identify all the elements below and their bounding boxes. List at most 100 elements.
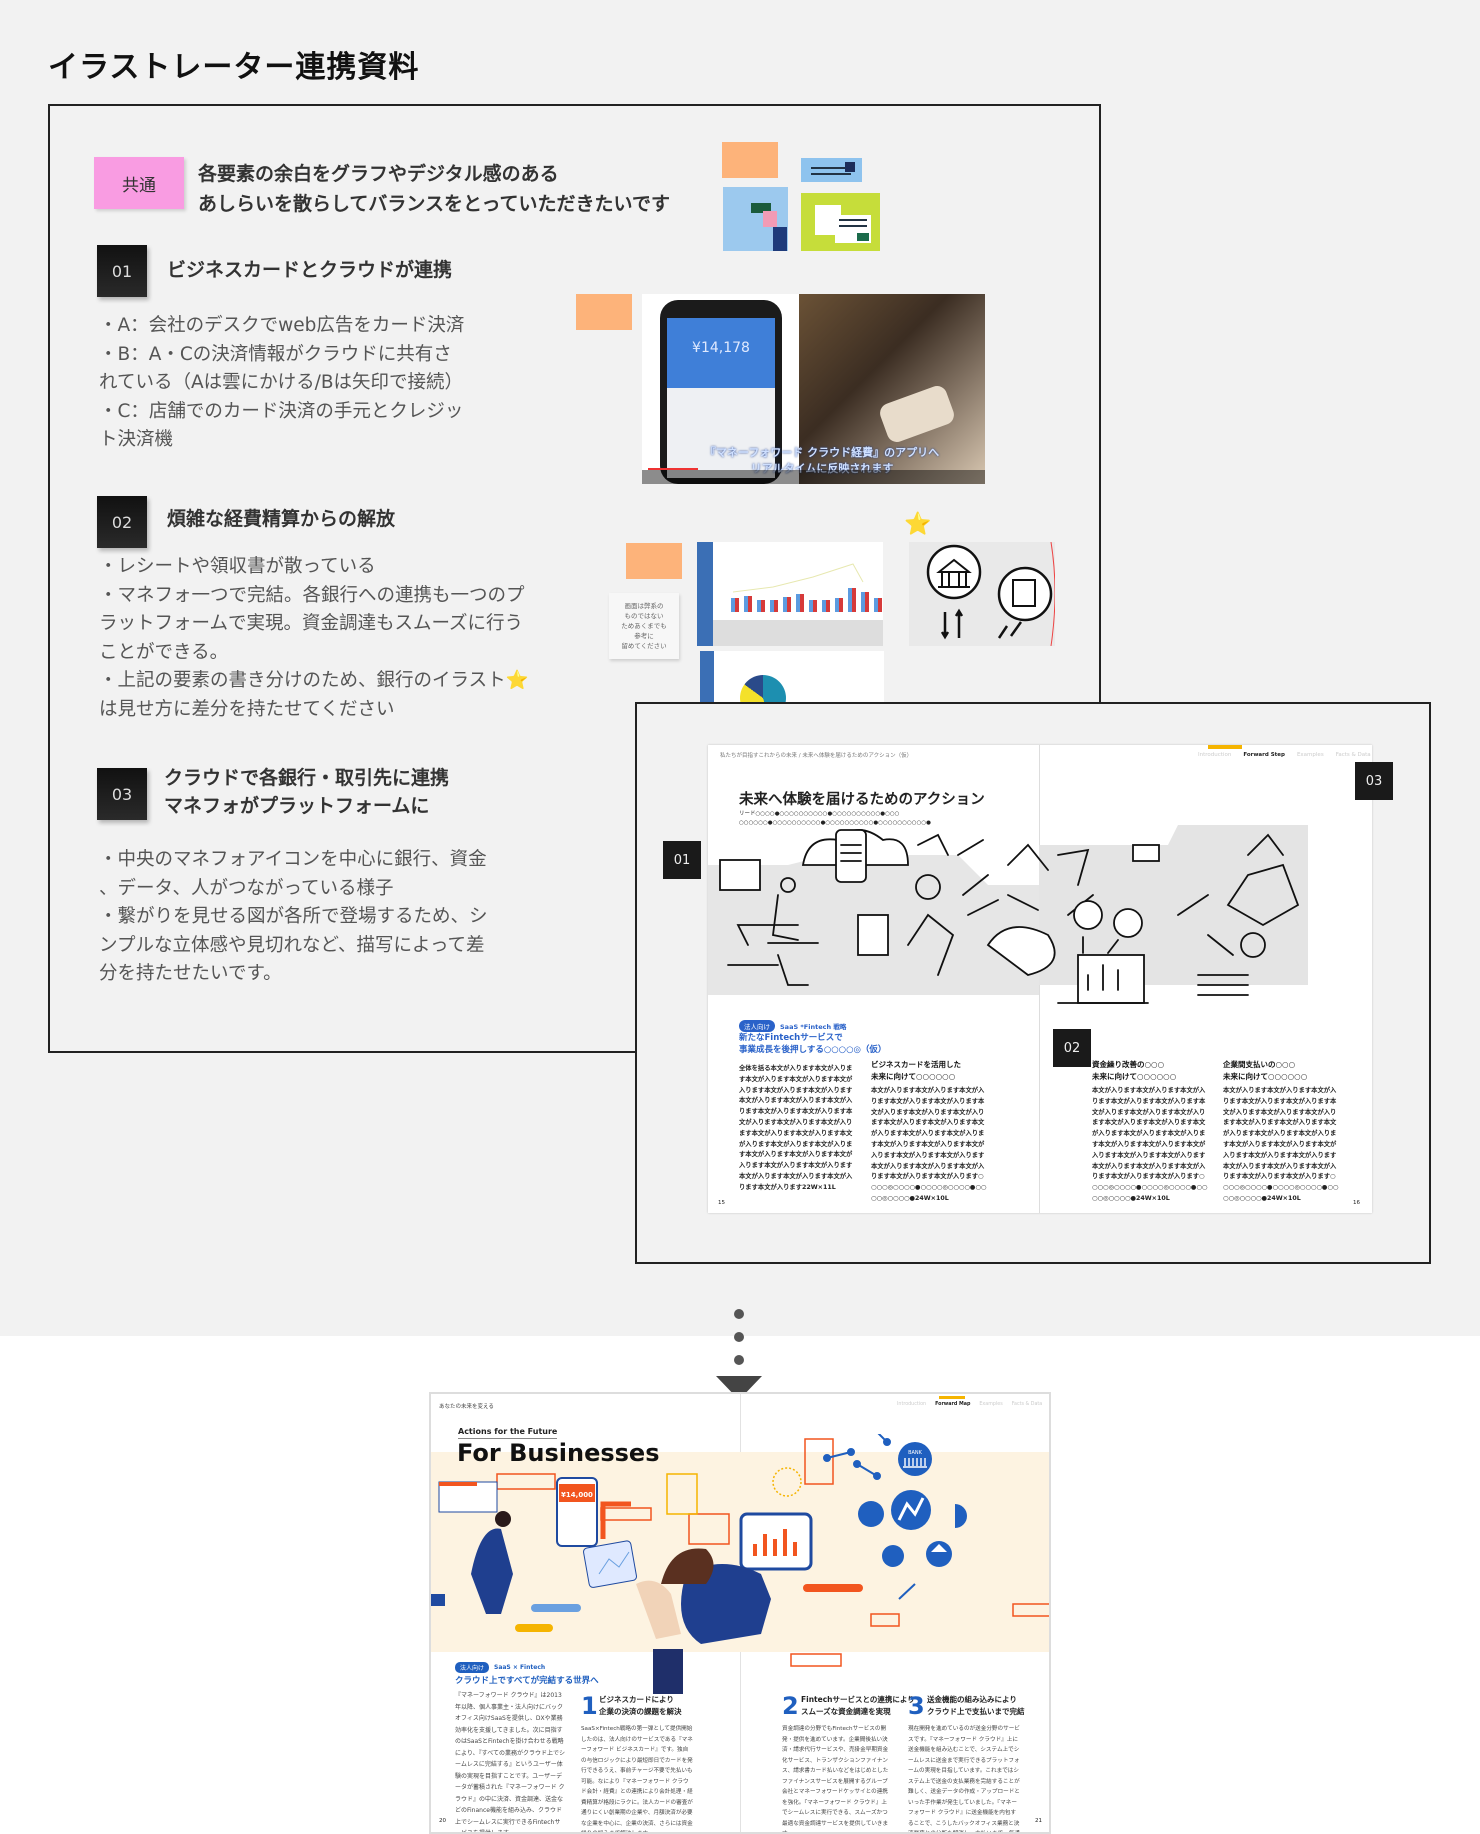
video-amount: ¥14,178 <box>692 340 750 356</box>
bank-label: BANK <box>908 1450 923 1456</box>
connector-dot <box>734 1332 744 1342</box>
tag-title: SaaS × Fintech <box>494 1664 546 1671</box>
reference-thumb-document <box>801 193 880 251</box>
column-body: 本文が入ります本文が入ります本文が入ります本文が入ります本文が入ります本文が入り… <box>1092 1087 1208 1202</box>
decorative-bar <box>878 598 882 612</box>
heading-line: クラウドで各銀行・取引先に連携 <box>164 767 450 789</box>
bullet-line: ことができる。 <box>99 641 229 663</box>
final-subhead: クラウド上ですべてが完結する世界へ <box>455 1676 599 1686</box>
subhead-line: 事業成長を後押しする○○○○◎（仮） <box>739 1045 887 1055</box>
reference-thumb-dashboard <box>723 187 788 251</box>
marker-01: 01 <box>663 841 701 879</box>
section-heading-01: ビジネスカードとクラウドが連携 <box>167 259 453 281</box>
page-number: 15 <box>718 1200 725 1206</box>
brief-panel: 共通 各要素の余白をグラフやデジタル感のある あしらいを散らしてバランスをとって… <box>48 104 1101 1053</box>
sketch-panel: 私たちが目指すこれからの未来 / 未来へ体験を届けるためのアクション（仮） In… <box>635 702 1431 1264</box>
section-nav: Introduction Forward Step Examples Facts… <box>1198 752 1371 758</box>
heading-line: マネフォがプラットフォームに <box>164 795 430 817</box>
point-number: 2 <box>782 1692 799 1720</box>
spread-title: For Businesses <box>457 1439 660 1467</box>
note-line: ものではない <box>624 612 664 620</box>
section-nav: Introduction Forward Map Examples Facts … <box>897 1402 1042 1407</box>
heading-line: 資金繰り改善の○○○ <box>1092 1060 1165 1069</box>
tag-badge: 法人向け <box>739 1020 775 1032</box>
decorative-bar <box>848 588 852 612</box>
point-body: 現在開発を進めているのが送金分野のサービスです。『マネーフォワード クラウド』上… <box>908 1726 1020 1834</box>
video-controls[interactable] <box>642 470 985 484</box>
nav-active-indicator <box>1208 745 1242 749</box>
note-line: 参考に <box>634 632 654 640</box>
heading-line: スムーズな資金調達を実現 <box>801 1707 891 1716</box>
nav-active-indicator <box>939 1396 965 1399</box>
decorative-bar <box>783 597 787 612</box>
final-spread: あなたの未来を変える Introduction Forward Map Exam… <box>429 1392 1051 1834</box>
bullet-line: ラットフォームで実現。資金調達もスムーズに行う <box>99 613 524 634</box>
bar-chart-graphic <box>713 563 883 646</box>
section-heading-03: クラウドで各銀行・取引先に連携 マネフォがプラットフォームに <box>164 764 449 820</box>
sketch-spread: 私たちが目指すこれからの未来 / 未来へ体験を届けるためのアクション（仮） In… <box>663 745 1393 1213</box>
decorative-bar <box>800 594 804 612</box>
sticky-note: 画面は弊系の ものではない ためあくまでも 参考に 留めてください <box>609 593 679 659</box>
page-title: イラストレーター連携資料 <box>48 50 420 85</box>
section-bullets-03: ・中央のマネフォアイコンを中心に銀行、資金 、データ、人がつながっている様子 ・… <box>99 846 529 989</box>
note-line: 留めてください <box>621 642 667 650</box>
decorative-bar <box>861 592 865 612</box>
decorative-bar <box>744 596 748 612</box>
page-number: 16 <box>1353 1200 1360 1206</box>
nav-item[interactable]: Facts & Data <box>1011 1402 1043 1407</box>
decorative-bar <box>735 598 739 612</box>
section-number-03: 03 <box>97 768 147 820</box>
decorative-bar <box>822 600 826 612</box>
final-illustration: ¥14,000 BANK <box>431 1434 1049 1694</box>
bullet-line: 分を持たせたいです。 <box>99 963 282 984</box>
decorative-bar <box>731 598 735 612</box>
bullet-line: ・B：A・Cの決済情報がクラウドに共有さ <box>99 343 452 365</box>
bullet-line: ・C：店舗でのカード決済の手元とクレジッ <box>99 400 464 422</box>
bullet-line: 、データ、人がつながっている様子 <box>99 877 394 899</box>
point-heading: ビジネスカードにより企業の決済の課題を解決 <box>599 1694 682 1718</box>
heading-line: 企業間支払いの○○○ <box>1223 1060 1296 1069</box>
page-number: 21 <box>1035 1818 1042 1824</box>
column-heading: 資金繰り改善の○○○未来に向けて○○○○○○ <box>1092 1059 1222 1083</box>
nav-item[interactable]: Introduction <box>897 1402 927 1407</box>
heading-line: クラウド上で支払いまで完結 <box>927 1707 1025 1716</box>
heading-line: 未来に向けて○○○○○○ <box>871 1072 956 1081</box>
bullet-line: は見せ方に差分を持たせてください <box>99 698 395 720</box>
point-number: 1 <box>581 1692 598 1720</box>
section-bullets-01: ・A：会社のデスクでweb広告をカード決済 ・B：A・Cの決済情報がクラウドに共… <box>99 312 529 455</box>
decorative-bar <box>826 600 830 612</box>
common-note-line: あしらいを散らしてバランスをとっていただきたいです <box>198 193 670 215</box>
section-number-01: 01 <box>97 245 147 297</box>
bullet-line: ト決済機 <box>99 429 174 450</box>
orange-marker <box>722 142 778 178</box>
heading-line: 企業の決済の課題を解決 <box>599 1707 682 1716</box>
decorative-bar <box>761 600 765 612</box>
bullet-line: ・繋がりを見せる図が各所で登場するため、シ <box>99 906 488 927</box>
heading-line: 送金機能の組み込みにより <box>927 1695 1017 1704</box>
column-body: 本文が入ります本文が入ります本文が入ります本文が入ります本文が入ります本文が入り… <box>871 1087 987 1202</box>
bullet-line: ・レシートや領収書が散っている <box>99 556 376 577</box>
reference-video[interactable]: ¥14,178 『マネーフォワード クラウド経費』のアプリへ リアルタイムに反映… <box>642 294 985 484</box>
section-heading-02: 煩雑な経費精算からの解放 <box>167 508 396 530</box>
nav-item-active[interactable]: Forward Map <box>935 1402 971 1407</box>
orange-marker <box>626 543 682 579</box>
nav-item[interactable]: Examples <box>1296 752 1324 758</box>
breadcrumb: 私たちが目指すこれからの未来 / 未来へ体験を届けるためのアクション（仮） <box>720 753 913 759</box>
nav-item[interactable]: Facts & Data <box>1335 752 1371 758</box>
decorative-bar <box>865 592 869 612</box>
nav-item-active[interactable]: Forward Step <box>1243 752 1285 758</box>
column-heading: 企業間支払いの○○○未来に向けて○○○○○○ <box>1223 1059 1353 1083</box>
sketch-headline: 未来へ体験を届けるためのアクション <box>739 792 985 808</box>
section-number-02: 02 <box>97 496 147 548</box>
tag-title: SaaS *Fintech 戦略 <box>780 1023 847 1031</box>
point-heading: 送金機能の組み込みによりクラウド上で支払いまで完結 <box>927 1694 1025 1718</box>
note-line: ためあくまでも <box>621 622 667 630</box>
video-caption: 『マネーフォワード クラウド経費』のアプリへ リアルタイムに反映されます <box>672 444 972 476</box>
marker-02: 02 <box>1053 1029 1091 1067</box>
video-progress[interactable] <box>648 468 698 470</box>
common-note: 各要素の余白をグラフやデジタル感のある あしらいを散らしてバランスをとっていただ… <box>198 159 670 219</box>
page-number: 20 <box>439 1818 446 1824</box>
nav-item[interactable]: Introduction <box>1198 752 1232 758</box>
nav-item[interactable]: Examples <box>979 1402 1003 1407</box>
intro-body: 『マネーフォワード クラウド』は2013年以降、個人事業主・法人向けにバックオフ… <box>455 1692 565 1834</box>
